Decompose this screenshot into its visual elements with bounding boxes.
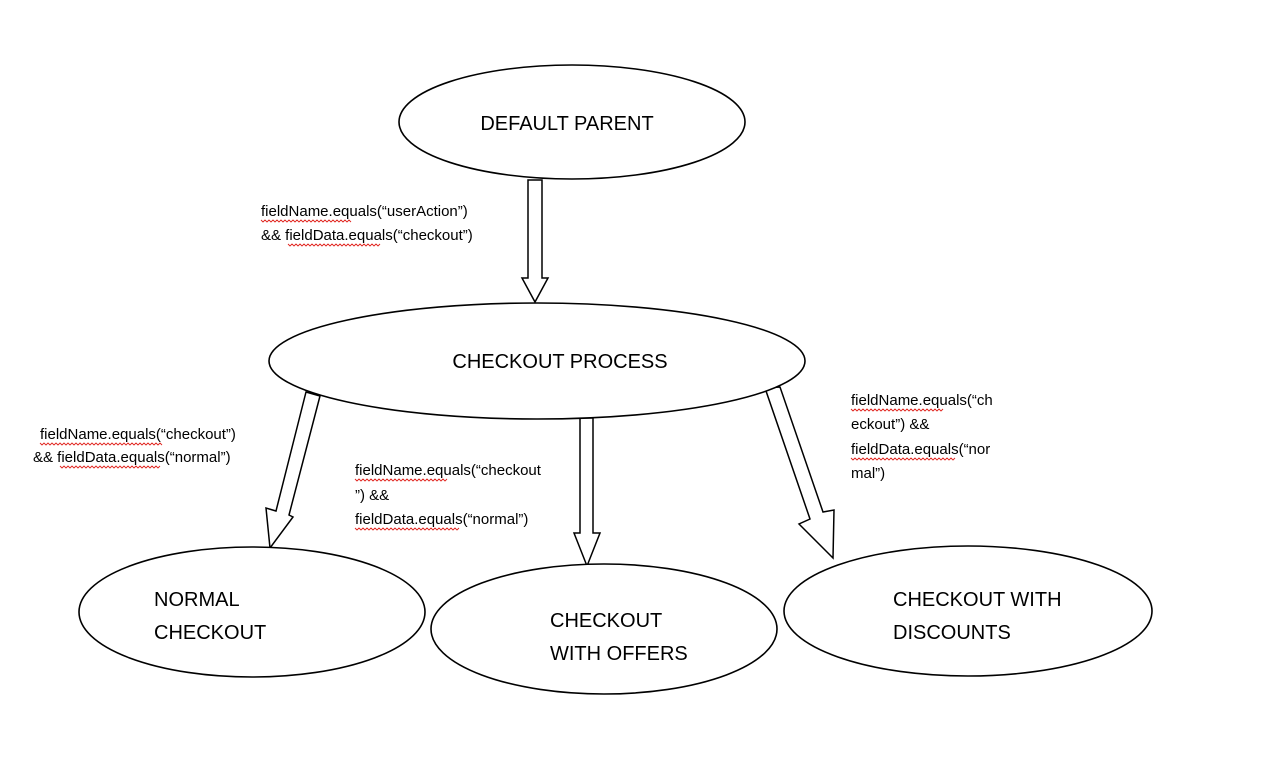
block-arrow-down-left: [265, 391, 321, 551]
node-label: NORMAL: [154, 589, 240, 611]
spellcheck-underline: [354, 478, 448, 482]
node-label: CHECKOUT PROCESS: [452, 351, 667, 373]
spellcheck-underline: [287, 243, 381, 247]
edge-checkout-to-offers: [572, 417, 602, 569]
node-checkout-process: CHECKOUT PROCESS: [268, 302, 806, 420]
condition-line: && fieldData.equals(“normal”): [33, 449, 231, 466]
spellcheck-underline: [260, 219, 352, 223]
node-default-parent: DEFAULT PARENT: [398, 64, 746, 180]
node-label: CHECKOUT: [550, 610, 662, 632]
condition-line: fieldData.equals(“nor: [851, 441, 990, 458]
condition-line: && fieldData.equals(“checkout”): [261, 227, 473, 244]
node-checkout-with-discounts: CHECKOUT WITH DISCOUNTS: [783, 545, 1153, 677]
node-label: CHECKOUT WITH: [893, 589, 1062, 611]
condition-label-default-to-checkout: fieldName.equals(“userAction”) && fieldD…: [260, 203, 473, 247]
node-label: DEFAULT PARENT: [480, 113, 653, 135]
condition-line: fieldName.equals(“checkout”): [40, 426, 236, 443]
condition-line: mal”): [851, 465, 885, 482]
condition-line: fieldName.equals(“ch: [851, 392, 993, 409]
edge-checkout-to-normal: [265, 391, 321, 551]
condition-line: eckout”) &&: [851, 416, 929, 433]
condition-label-checkout-to-discounts: fieldName.equals(“ch eckout”) && fieldDa…: [850, 392, 993, 482]
spellcheck-underline: [59, 465, 161, 469]
condition-label-checkout-to-normal: fieldName.equals(“checkout”) && fieldDat…: [33, 426, 236, 469]
condition-line: ”) &&: [355, 487, 389, 504]
edge-checkout-to-discounts: [763, 386, 835, 560]
block-arrow-down: [520, 179, 550, 304]
node-label: DISCOUNTS: [893, 622, 1011, 644]
spellcheck-underline: [39, 442, 163, 446]
spellcheck-underline: [354, 527, 460, 531]
condition-line: fieldData.equals(“normal”): [355, 511, 528, 528]
block-arrow-down: [572, 417, 602, 569]
block-arrow-down-right: [763, 386, 835, 560]
node-label: WITH OFFERS: [550, 643, 688, 665]
condition-line: fieldName.equals(“userAction”): [261, 203, 468, 220]
edge-default-to-checkout: [520, 179, 550, 304]
node-checkout-with-offers: CHECKOUT WITH OFFERS: [430, 563, 778, 695]
node-normal-checkout: NORMAL CHECKOUT: [78, 546, 426, 678]
spellcheck-underline: [850, 457, 956, 461]
node-label: CHECKOUT: [154, 622, 266, 644]
condition-line: fieldName.equals(“checkout: [355, 462, 542, 479]
spellcheck-underline: [850, 408, 944, 412]
condition-label-checkout-to-offers: fieldName.equals(“checkout ”) && fieldDa…: [354, 462, 542, 531]
